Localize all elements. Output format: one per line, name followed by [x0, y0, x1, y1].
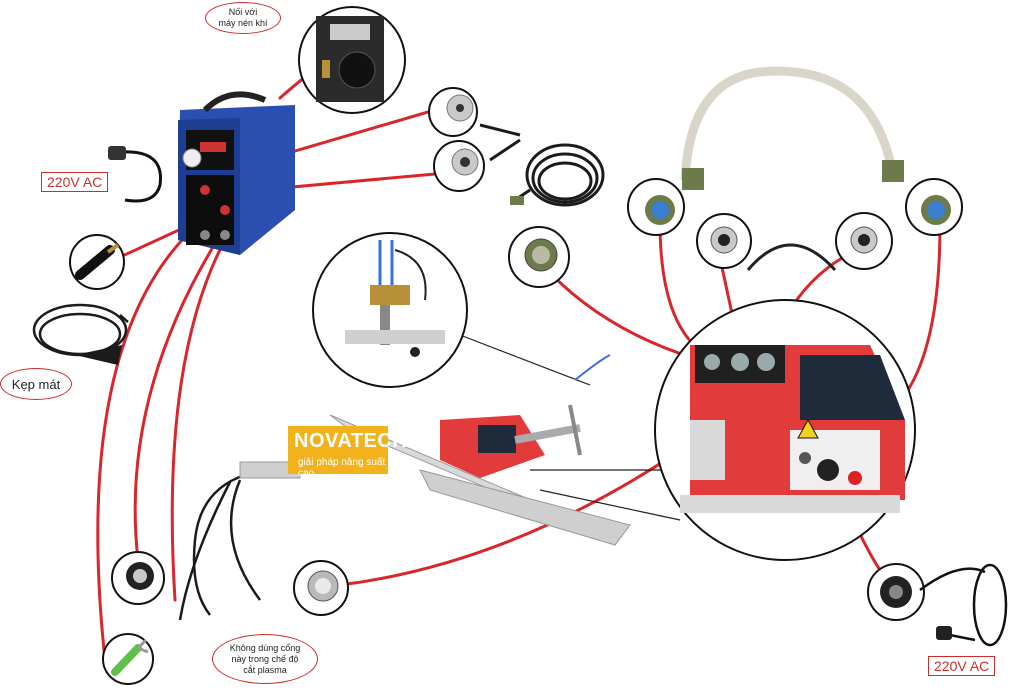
power-plug-right — [936, 626, 952, 640]
machine-cables — [178, 468, 266, 621]
torch-cable — [479, 123, 605, 207]
wire-cnc-plug — [133, 240, 218, 562]
ground-clamp-label: Kẹp mát — [0, 368, 72, 400]
brand-name: NOVATECH — [294, 430, 408, 452]
round-socket-right-inset — [905, 178, 963, 236]
torch-connector-b-inset — [433, 140, 485, 192]
torch-head-inset — [312, 232, 468, 388]
harness-cable — [680, 66, 897, 181]
power-plug-left — [108, 146, 126, 160]
plasma-power-source — [178, 91, 295, 255]
wire-left-long — [96, 216, 207, 662]
cable-end-connector — [510, 196, 524, 205]
brand-logo: NOVATECH giải pháp nâng suất cao — [288, 426, 407, 479]
wire-pilot — [170, 236, 228, 602]
harness-plug-left — [682, 168, 704, 190]
signal-cable — [746, 243, 837, 272]
cnc-machine — [329, 354, 631, 546]
pin-plug-left-inset — [696, 213, 752, 269]
pin-plug-right-inset — [835, 212, 893, 270]
compressor-inset — [298, 6, 406, 114]
front-plug-inset — [293, 560, 349, 616]
cnc-plug-inset — [111, 551, 165, 605]
power-cord-left — [121, 150, 163, 203]
harness-plug-right — [882, 160, 904, 182]
power-label-right: 220V AC — [928, 656, 996, 676]
pilot-terminal-inset — [102, 633, 154, 685]
power-socket-right-inset — [867, 563, 925, 621]
control-box-zoom — [654, 299, 916, 561]
wire-socket-center — [538, 260, 702, 362]
unused-port-note-label: Không dùng cổng này trong chế độ cắt pla… — [212, 634, 318, 684]
torch-connector-a-inset — [428, 87, 478, 137]
ground-clamp-inset — [69, 234, 125, 290]
ground-clamp-jaw — [75, 345, 122, 365]
compressor-note-label: Nối với máy nén khí — [205, 2, 281, 34]
socket-inset-center — [508, 226, 570, 288]
power-cord-right — [919, 563, 1008, 647]
brand-slogan: giải pháp nâng suất cao — [298, 457, 386, 479]
round-socket-left-inset — [627, 178, 685, 236]
power-label-left: 220V AC — [41, 172, 109, 192]
